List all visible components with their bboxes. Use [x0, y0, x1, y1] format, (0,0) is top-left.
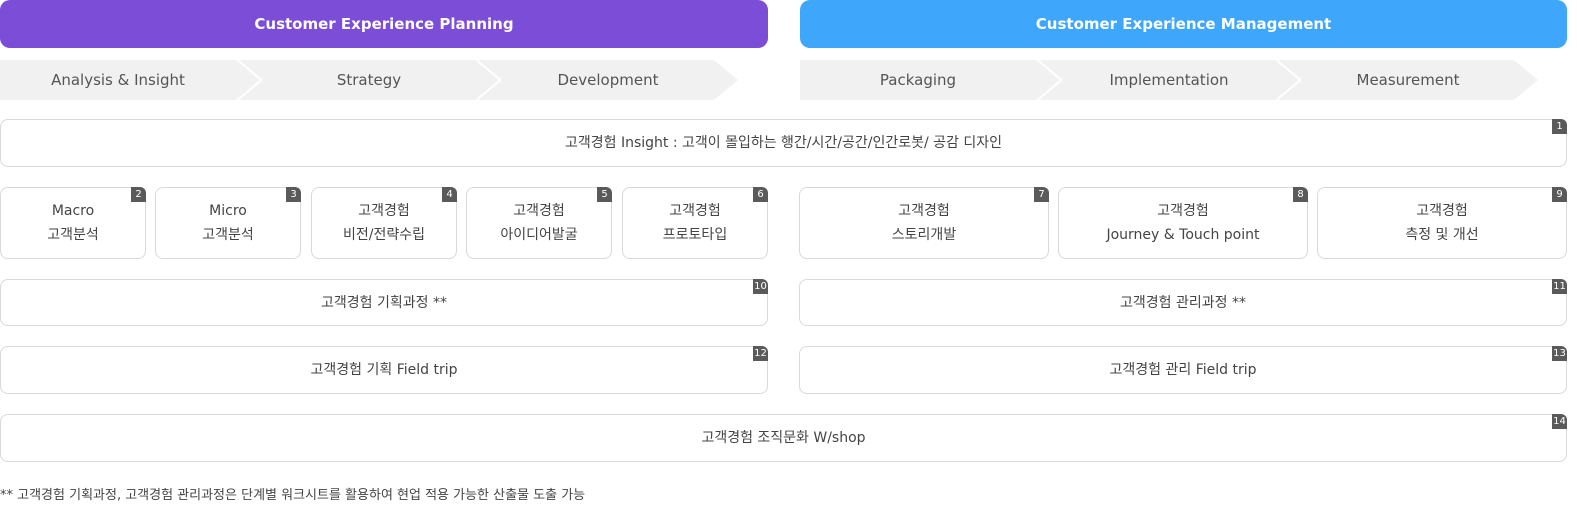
step-packaging: Packaging	[800, 60, 1060, 100]
box-number: 4	[442, 187, 457, 202]
box-line: 고객경험 조직문화 W/shop	[701, 430, 866, 446]
box-line: 프로토타입	[662, 227, 728, 243]
box-number: 13	[1552, 346, 1567, 361]
box-number: 12	[753, 346, 768, 361]
insight-box: 고객경험 Insight : 고객이 몰입하는 행간/시간/공간/인간로봇/ 공…	[0, 119, 1567, 167]
box-line: 스토리개발	[891, 227, 957, 243]
box-number: 6	[753, 187, 768, 202]
step-analysis-insight: Analysis & Insight	[0, 60, 260, 100]
management-header-label: Customer Experience Management	[1035, 15, 1332, 33]
box-line: 고객경험	[898, 203, 950, 219]
box-line: Journey & Touch point	[1106, 227, 1260, 243]
macro-analysis-box: Macro 고객분석 2	[0, 187, 146, 259]
planning-field-trip-box: 고객경험 기획 Field trip 12	[0, 346, 768, 394]
management-field-trip-box: 고객경험 관리 Field trip 13	[799, 346, 1567, 394]
box-line: Micro	[209, 203, 247, 219]
management-course-box: 고객경험 관리과정 ** 11	[799, 279, 1567, 326]
box-line: 고객경험	[669, 203, 721, 219]
box-line: 아이디어발굴	[500, 227, 578, 243]
box-number: 1	[1552, 119, 1567, 134]
step-label: Measurement	[1356, 71, 1460, 89]
measure-improve-box: 고객경험 측정 및 개선 9	[1317, 187, 1567, 259]
box-line: 고객분석	[202, 227, 254, 243]
box-line: 고객경험	[358, 203, 410, 219]
box-line: 고객분석	[47, 227, 99, 243]
box-number: 8	[1293, 187, 1308, 202]
box-line: 고객경험	[1416, 203, 1468, 219]
planning-course-box: 고객경험 기획과정 ** 10	[0, 279, 768, 326]
box-number: 10	[753, 279, 768, 294]
box-number: 11	[1552, 279, 1567, 294]
box-number: 5	[597, 187, 612, 202]
box-line: 고객경험	[513, 203, 565, 219]
idea-discovery-box: 고객경험 아이디어발굴 5	[466, 187, 612, 259]
step-label: Strategy	[336, 71, 402, 89]
step-label: Development	[557, 71, 659, 89]
box-line: 측정 및 개선	[1405, 227, 1479, 243]
box-number: 2	[131, 187, 146, 202]
step-label: Packaging	[879, 71, 957, 89]
footnote: ** 고객경험 기획과정, 고객경험 관리과정은 단계별 워크시트를 활용하여 …	[0, 488, 586, 503]
step-implementation: Implementation	[1039, 60, 1299, 100]
box-line: 고객경험 관리 Field trip	[1109, 362, 1257, 378]
prototype-box: 고객경험 프로토타입 6	[622, 187, 768, 259]
story-development-box: 고객경험 스토리개발 7	[799, 187, 1049, 259]
box-line: 고객경험 기획 Field trip	[310, 362, 458, 378]
box-line: 비전/전략수립	[343, 227, 425, 243]
org-culture-workshop-box: 고객경험 조직문화 W/shop 14	[0, 414, 1567, 462]
step-development: Development	[478, 60, 738, 100]
box-line: 고객경험 기획과정 **	[321, 294, 447, 311]
box-number: 9	[1552, 187, 1567, 202]
box-line: 고객경험 관리과정 **	[1120, 294, 1246, 311]
journey-touchpoint-box: 고객경험 Journey & Touch point 8	[1058, 187, 1308, 259]
vision-strategy-box: 고객경험 비전/전략수립 4	[311, 187, 457, 259]
step-label: Implementation	[1109, 71, 1229, 89]
box-line: 고객경험	[1157, 203, 1209, 219]
planning-header: Customer Experience Planning	[0, 0, 768, 48]
management-header: Customer Experience Management	[800, 0, 1567, 48]
micro-analysis-box: Micro 고객분석 3	[155, 187, 301, 259]
box-number: 3	[286, 187, 301, 202]
box-number: 14	[1552, 414, 1567, 429]
planning-header-label: Customer Experience Planning	[254, 15, 514, 33]
step-label: Analysis & Insight	[51, 71, 185, 89]
step-strategy: Strategy	[239, 60, 499, 100]
box-number: 7	[1034, 187, 1049, 202]
box-line: Macro	[51, 203, 95, 219]
box-line: 고객경험 Insight : 고객이 몰입하는 행간/시간/공간/인간로봇/ 공…	[564, 135, 1003, 151]
step-measurement: Measurement	[1278, 60, 1538, 100]
